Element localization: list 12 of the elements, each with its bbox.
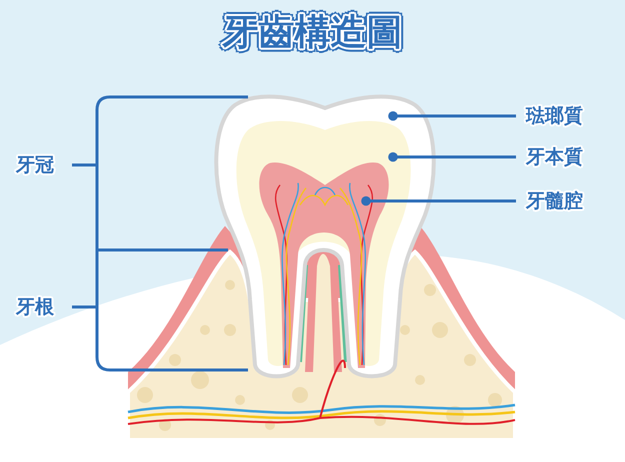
leader-line (388, 152, 516, 162)
part-label: 琺瑯質 (526, 104, 583, 128)
pulp-cavity (259, 162, 389, 368)
part-label: 牙冠 (16, 153, 54, 177)
title: 牙齒構造圖 (222, 11, 402, 55)
enamel-layer (214, 94, 436, 378)
part-label: 牙髓腔 (526, 189, 583, 213)
part-label: 牙本質 (526, 145, 583, 169)
part-label: 牙根 (16, 295, 54, 319)
leader-line (361, 196, 516, 206)
leader-line (388, 111, 516, 121)
dentin-layer (236, 121, 411, 368)
